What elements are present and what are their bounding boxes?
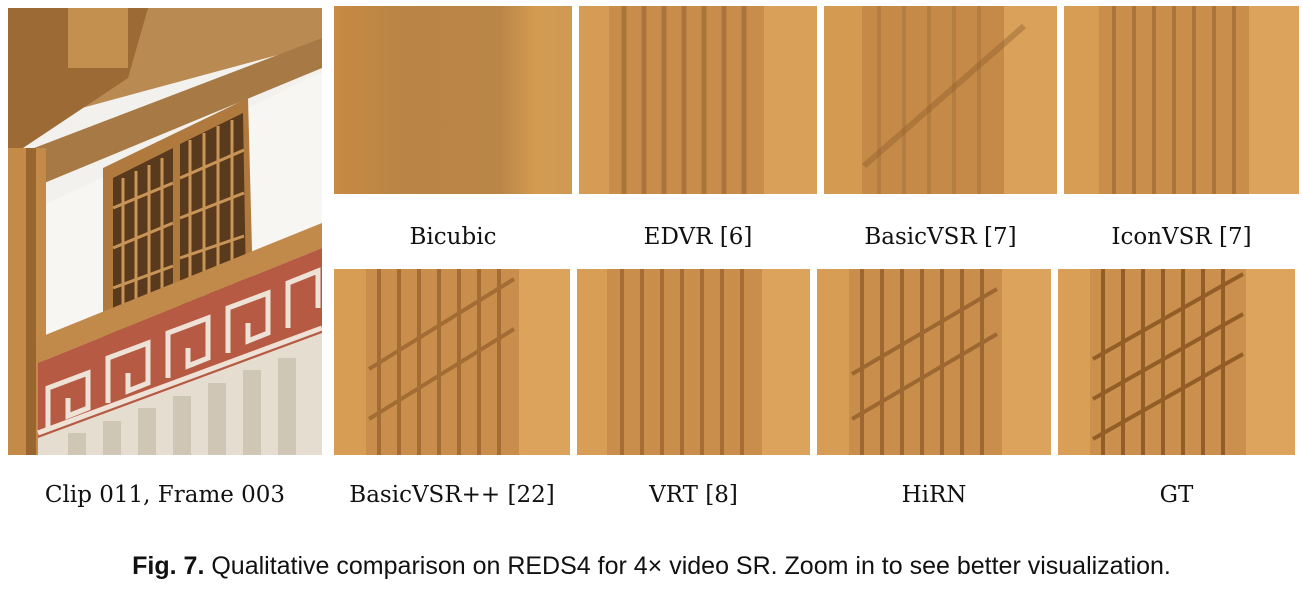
label-vrt: VRT [8] bbox=[649, 482, 738, 508]
crop-iconvsr bbox=[1064, 6, 1299, 194]
crop-vrt bbox=[577, 269, 810, 455]
crop-hirn bbox=[817, 269, 1051, 455]
label-hirn: HiRN bbox=[901, 482, 967, 508]
label-bicubic: Bicubic bbox=[409, 224, 497, 250]
label-edvr: EDVR [6] bbox=[643, 224, 753, 250]
crop-gt bbox=[1058, 269, 1295, 455]
crop-bicubic bbox=[334, 6, 572, 194]
caption-tag: Fig. 7. bbox=[132, 552, 205, 580]
label-basicvsrpp: BasicVSR++ [22] bbox=[349, 482, 555, 508]
crop-edvr bbox=[579, 6, 817, 194]
caption-text: Qualitative comparison on REDS4 for 4× v… bbox=[211, 552, 1171, 580]
label-gt: GT bbox=[1159, 482, 1194, 508]
label-basicvsr: BasicVSR [7] bbox=[864, 224, 1017, 250]
figure-caption: Fig. 7. Qualitative comparison on REDS4 … bbox=[0, 552, 1303, 581]
crop-basicvsr bbox=[824, 6, 1057, 194]
label-iconvsr: IconVSR [7] bbox=[1111, 224, 1252, 250]
main-image-label: Clip 011, Frame 003 bbox=[44, 482, 286, 508]
main-scene-image bbox=[8, 8, 322, 455]
crop-basicvsrpp bbox=[334, 269, 570, 455]
